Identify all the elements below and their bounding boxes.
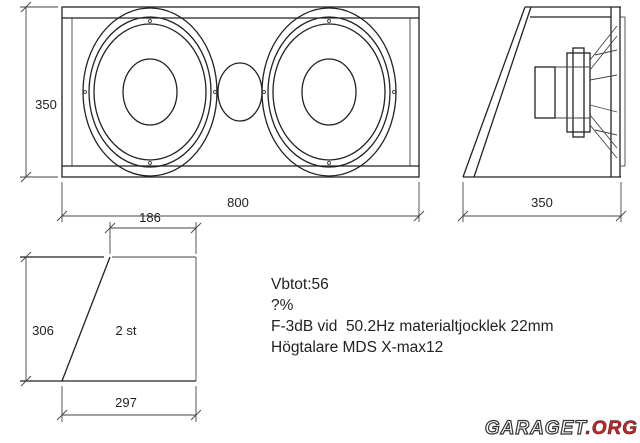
front-view: 350 800 [20, 1, 425, 222]
speaker-right [261, 7, 397, 177]
panel-bottom-label: 297 [115, 395, 137, 410]
note-line: Högtalare MDS X-max12 [271, 339, 444, 356]
note-line: F-3dB vid 50.2Hz materialtjocklek 22mm [271, 318, 554, 335]
watermark-text: GARAGET [484, 417, 586, 439]
side-panel: 186 306 2 st 297 [20, 210, 202, 422]
note-line: Vbtot:56 [271, 276, 329, 293]
front-width-label: 800 [227, 195, 249, 210]
panel-top-label: 186 [139, 210, 161, 225]
panel-height-label: 306 [32, 323, 54, 338]
side-depth-label: 350 [531, 195, 553, 210]
garaget-watermark: GARAGET.ORG [484, 417, 638, 440]
note-line: ?% [271, 297, 294, 314]
port [217, 62, 263, 122]
speaker-left [82, 7, 218, 177]
speaker-side-profile [534, 25, 618, 159]
front-height-label: 350 [35, 97, 57, 112]
watermark-suffix: .ORG [585, 418, 638, 440]
specs-notes: Vbtot:56 ?% F-3dB vid 50.2Hz materialtjo… [271, 274, 554, 358]
panel-count-label: 2 st [116, 323, 137, 338]
side-view: 350 [457, 6, 627, 222]
